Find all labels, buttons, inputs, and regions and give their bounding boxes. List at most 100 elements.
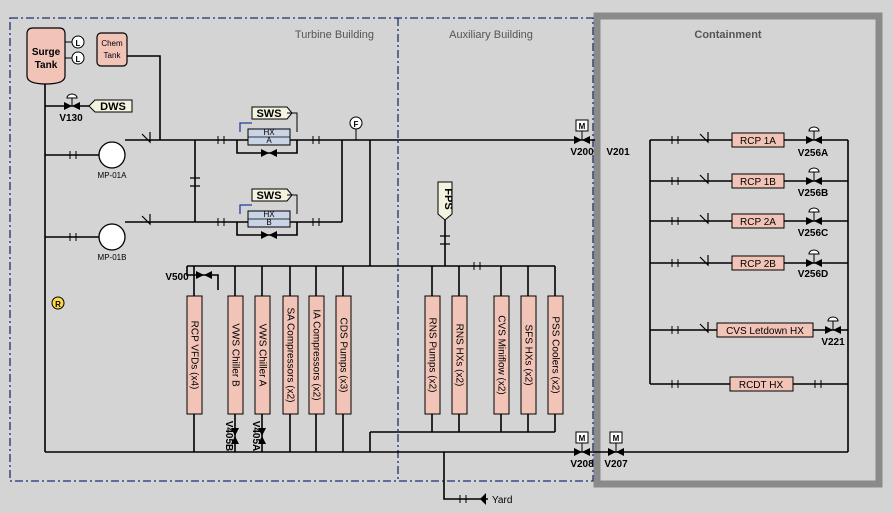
hx-a-bypass-valve[interactable] — [261, 149, 277, 157]
surge-tank-label-1: Surge — [32, 47, 61, 58]
v200-label: V200 — [570, 147, 594, 158]
load-pss-coolers[interactable] — [547, 295, 564, 415]
v405b-valve[interactable] — [231, 428, 239, 444]
pump-mp01a[interactable] — [98, 141, 126, 169]
v130-label: V130 — [59, 113, 83, 124]
containment-wall — [593, 12, 883, 488]
pump-mp01b[interactable] — [98, 223, 126, 251]
v208-valve[interactable] — [574, 431, 590, 456]
load-ia-compressors-label: IA Compressors (x2) — [310, 309, 321, 400]
load-rns-pumps[interactable] — [424, 295, 441, 415]
v500-label: V500 — [165, 272, 189, 283]
sws-tag-a[interactable] — [251, 106, 293, 120]
v221-label: V221 — [821, 337, 845, 348]
v256c-valve[interactable] — [806, 207, 822, 225]
v207-valve[interactable] — [608, 431, 624, 456]
load-rcdt-hx-label: RCDT HX — [739, 380, 784, 391]
flow-indicator[interactable] — [349, 116, 363, 130]
v256c-label: V256C — [798, 228, 829, 239]
v256b-valve[interactable] — [806, 167, 822, 185]
v500-valve[interactable] — [196, 271, 212, 279]
chem-tank-label-2: Tank — [104, 51, 122, 60]
load-cvs-letdown-hx-label: CVS Letdown HX — [726, 326, 804, 337]
relief-indicator-label: R — [55, 300, 61, 309]
load-vws-chiller-a-label: VWS Chiller A — [256, 324, 267, 387]
sws-label-a: SWS — [256, 108, 281, 120]
level-indicator-label-2: L — [76, 55, 81, 64]
v256b-label: V256B — [798, 188, 829, 199]
load-rcp-2b-label: RCP 2B — [740, 259, 776, 270]
v208-label: V208 — [570, 459, 594, 470]
load-cds-pumps-label: CDS Pumps (x3) — [337, 317, 348, 392]
hx-a-id: A — [266, 136, 272, 145]
aux-loads: RNS Pumps (x2) RNS HXs (x2) CVS Miniflow… — [424, 295, 564, 415]
load-rcp-2a[interactable] — [731, 213, 785, 229]
surge-tank[interactable] — [26, 27, 66, 85]
v256d-valve[interactable] — [806, 249, 822, 267]
load-rcp-2b[interactable] — [731, 255, 785, 271]
sws-label-b: SWS — [256, 190, 281, 202]
pump-mp01b-label: MP-01B — [98, 253, 127, 262]
load-rns-hxs[interactable] — [451, 295, 468, 415]
load-vws-chiller-b-label: VWS Chiller B — [229, 323, 240, 387]
v256d-label: V256D — [798, 269, 829, 280]
dws-label: DWS — [100, 101, 126, 113]
v130-valve[interactable] — [64, 93, 80, 110]
surge-level-indicator-1[interactable] — [71, 35, 85, 49]
load-vws-chiller-b[interactable] — [227, 295, 244, 415]
chem-tank[interactable] — [96, 32, 128, 67]
v405a-label: V405A — [250, 421, 261, 452]
load-cvs-miniflow-label: CVS Miniflow (x2) — [495, 315, 506, 394]
flow-indicator-label: F — [354, 120, 359, 129]
hx-b-label: HX — [263, 210, 275, 219]
pump-mp01a-label: MP-01A — [98, 171, 128, 180]
load-rcdt-hx[interactable] — [729, 376, 794, 392]
level-indicator-label-1: L — [76, 39, 81, 48]
load-rcp-1b[interactable] — [731, 173, 785, 189]
load-pss-coolers-label: PSS Coolers (x2) — [549, 316, 560, 393]
check-valves — [141, 132, 709, 334]
load-sa-compressors[interactable] — [282, 295, 299, 415]
relief-indicator[interactable] — [51, 296, 65, 310]
fps-label: FPS — [442, 188, 454, 209]
v208-motor-label: M — [579, 434, 586, 443]
auxiliary-building-label: Auxiliary Building — [449, 29, 533, 41]
yard-arrow-icon — [480, 493, 486, 505]
isolation-valves — [69, 136, 822, 503]
load-vws-chiller-a[interactable] — [254, 295, 271, 415]
containment-loads: RCP 1A RCP 1B RCP 2A RCP 2B CVS Letdown … — [716, 132, 814, 392]
containment-label: Containment — [694, 29, 762, 41]
load-sfs-hxs-label: SFS HXs (x2) — [522, 324, 533, 385]
load-cvs-miniflow[interactable] — [493, 295, 510, 415]
v200-valve[interactable] — [574, 119, 590, 144]
chem-tank-label-1: Chem — [101, 39, 123, 48]
yard-label: Yard — [492, 495, 512, 506]
hx-b-bypass-valve[interactable] — [261, 231, 277, 239]
surge-tank-label-2: Tank — [35, 60, 58, 71]
v256a-valve[interactable] — [806, 126, 822, 144]
load-cvs-letdown-hx[interactable] — [716, 322, 814, 338]
v201-label: V201 — [606, 147, 630, 158]
v207-motor-label: M — [613, 434, 620, 443]
v256a-label: V256A — [798, 148, 829, 159]
load-ia-compressors[interactable] — [308, 295, 325, 415]
load-rcp-1a[interactable] — [731, 132, 785, 148]
hx-b-id: B — [266, 218, 271, 227]
v221-valve[interactable] — [825, 316, 841, 334]
load-rcp-vfds[interactable] — [186, 295, 203, 415]
load-rcp-1b-label: RCP 1B — [740, 177, 776, 188]
v405a-valve[interactable] — [258, 428, 266, 444]
turbine-loads: RCP VFDs (x4) VWS Chiller B VWS Chiller … — [186, 295, 352, 415]
building-boundary — [9, 17, 594, 482]
load-sfs-hxs[interactable] — [520, 295, 537, 415]
dws-tag[interactable] — [88, 99, 133, 113]
load-cds-pumps[interactable] — [335, 295, 352, 415]
v200-motor-label: M — [579, 122, 586, 131]
fps-tag[interactable] — [437, 181, 453, 221]
hx-a-label: HX — [263, 128, 275, 137]
v405b-label: V405B — [223, 421, 234, 452]
sws-tag-b[interactable] — [251, 188, 293, 202]
surge-level-indicator-2[interactable] — [71, 51, 85, 65]
